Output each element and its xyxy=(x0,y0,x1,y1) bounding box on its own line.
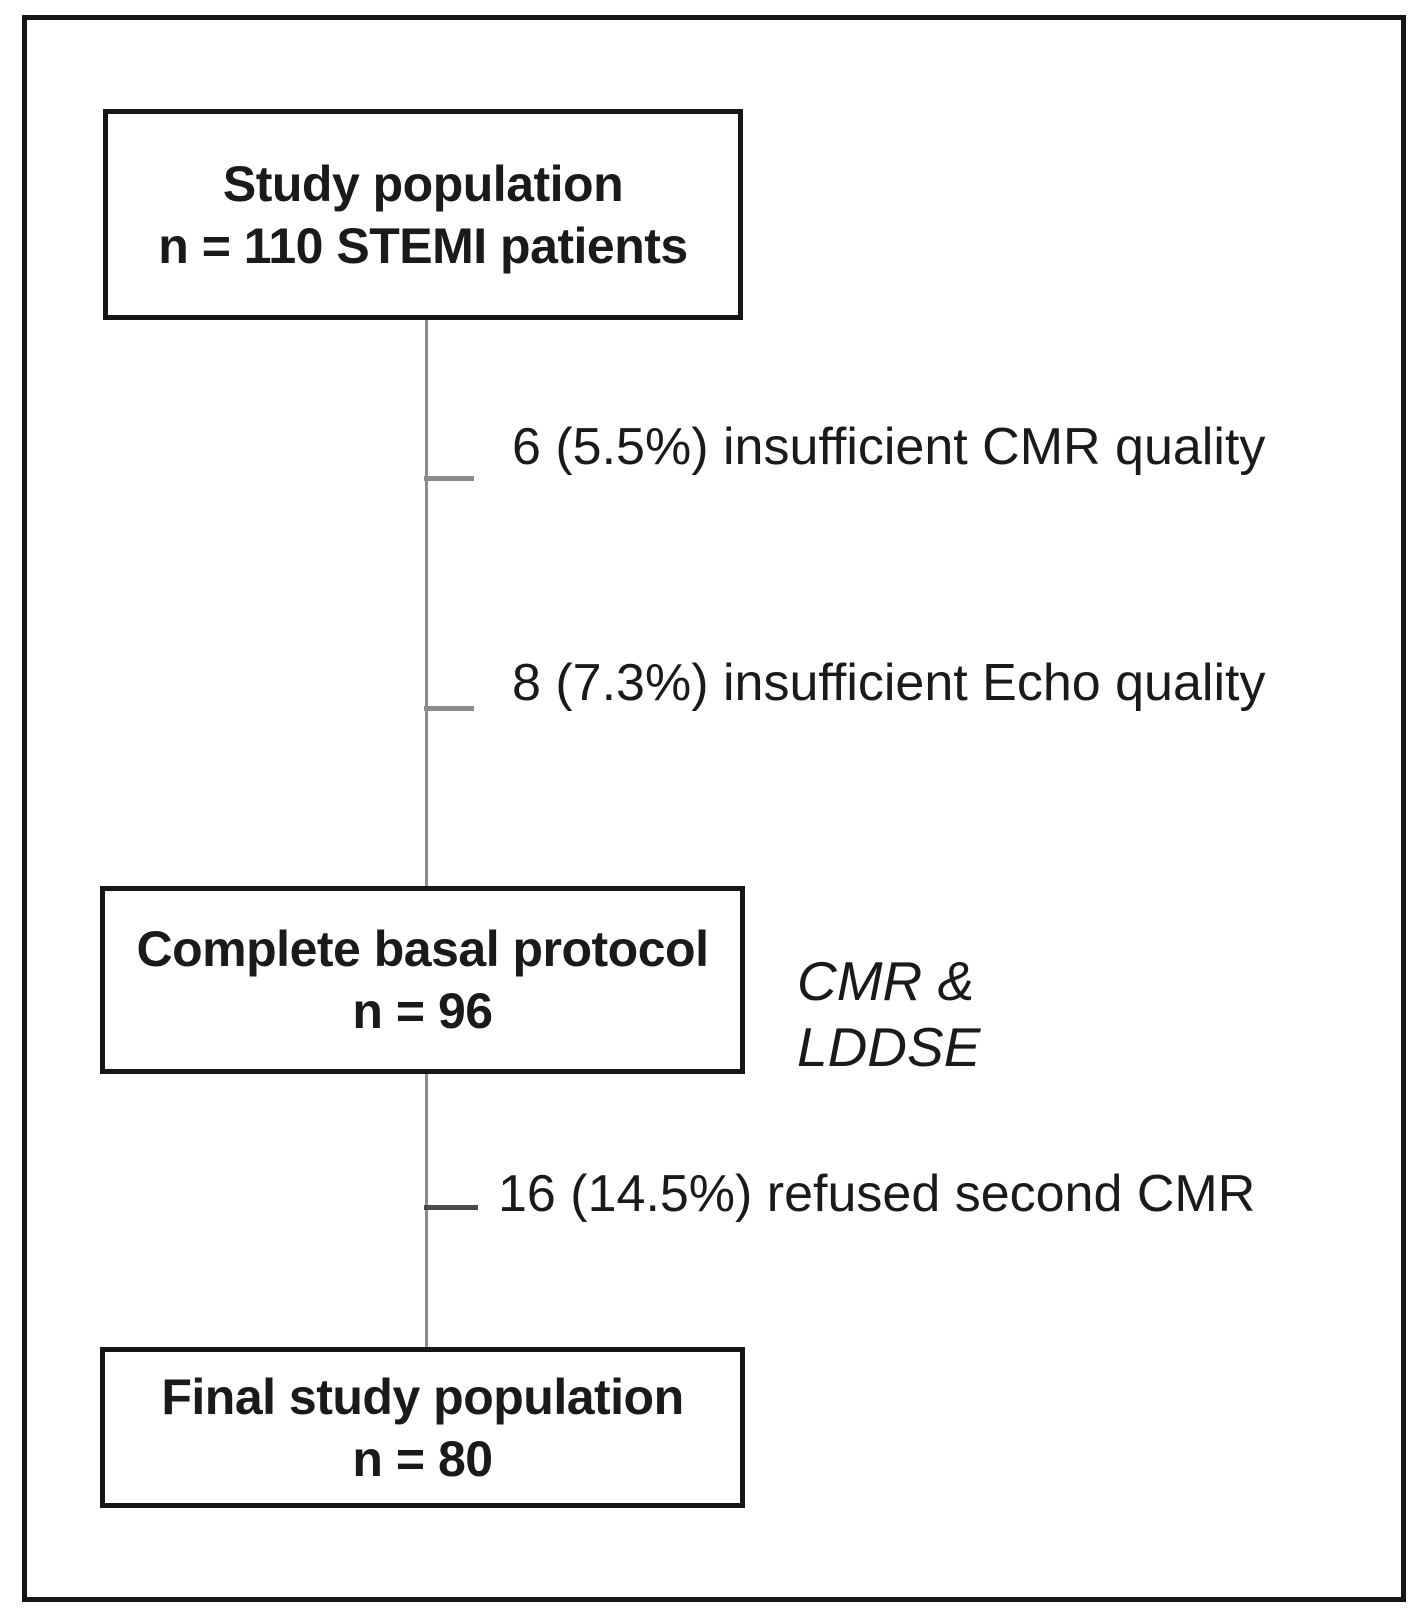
exclusion-label-refused-cmr: 16 (14.5%) refused second CMR xyxy=(498,1165,1256,1223)
exclusion-label-echo-quality: 8 (7.3%) insufficient Echo quality xyxy=(512,654,1266,712)
box-complete-basal-protocol: Complete basal protocol n = 96 xyxy=(100,886,745,1074)
box-study-population-line1: Study population xyxy=(222,155,624,212)
connector-line-top xyxy=(425,320,428,886)
box-final-study-population-line2: n = 80 xyxy=(352,1430,493,1487)
exclusion-tick-2 xyxy=(424,706,474,711)
annotation-cmr-lddse: CMR & LDDSE xyxy=(797,948,980,1080)
exclusion-tick-3 xyxy=(424,1205,478,1210)
outer-frame xyxy=(22,15,1406,1602)
annotation-line2: LDDSE xyxy=(797,1016,981,1078)
box-final-study-population: Final study population n = 80 xyxy=(100,1347,745,1508)
box-complete-basal-protocol-line1: Complete basal protocol xyxy=(136,921,709,977)
exclusion-label-cmr-quality: 6 (5.5%) insufficient CMR quality xyxy=(512,418,1266,476)
box-study-population: Study population n = 110 STEMI patients xyxy=(103,109,743,320)
box-final-study-population-line1: Final study population xyxy=(161,1368,684,1425)
box-complete-basal-protocol-line2: n = 96 xyxy=(352,983,493,1039)
connector-line-bottom xyxy=(425,1074,428,1347)
exclusion-tick-1 xyxy=(424,476,474,481)
annotation-line1: CMR & xyxy=(797,950,975,1012)
box-study-population-line2: n = 110 STEMI patients xyxy=(158,217,688,274)
